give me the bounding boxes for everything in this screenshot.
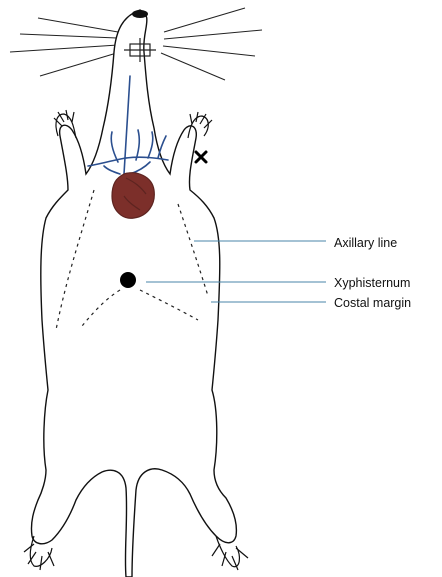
label-xyphisternum: Xyphisternum — [334, 276, 410, 290]
label-costal-margin: Costal margin — [334, 296, 411, 310]
mouse-outline — [31, 10, 236, 577]
nose-tip — [132, 10, 148, 18]
label-axillary-line: Axillary line — [334, 236, 397, 250]
heart — [112, 173, 154, 218]
x-mark-icon — [196, 152, 206, 162]
xyphisternum-dot-icon — [120, 272, 136, 288]
